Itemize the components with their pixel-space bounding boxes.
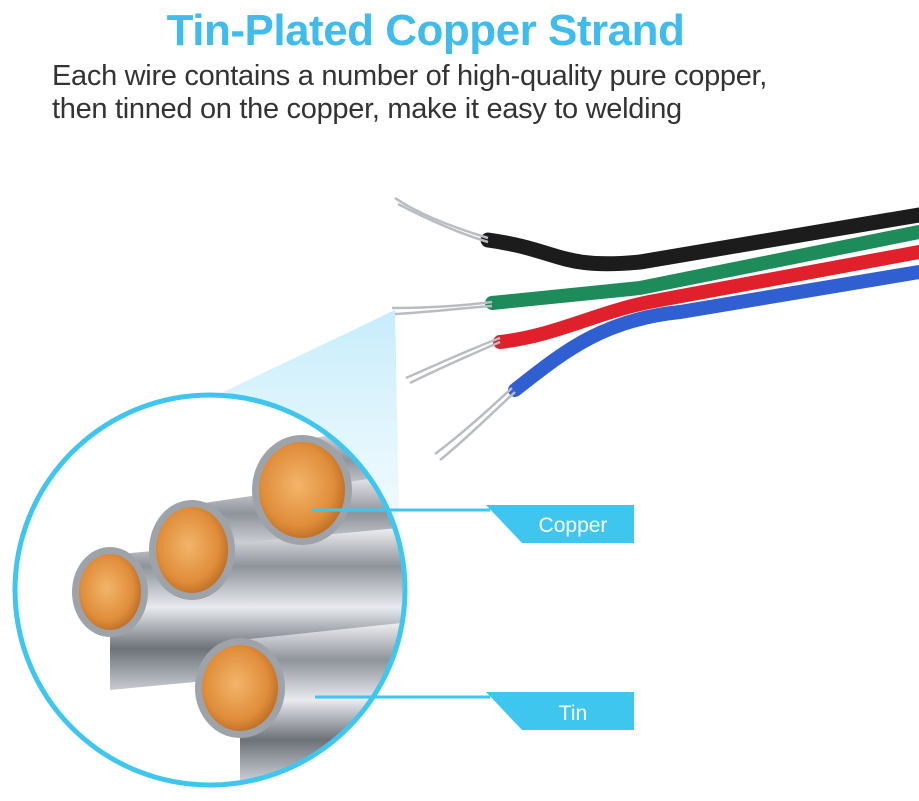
strand-green <box>391 300 493 310</box>
strand-green-b <box>394 304 493 316</box>
strand-black <box>394 196 489 240</box>
strand-blue-b <box>434 387 513 456</box>
copper-core-3 <box>79 554 141 630</box>
copper-core-1 <box>259 442 345 538</box>
wire-black <box>480 207 919 272</box>
wire-bundle <box>480 207 919 397</box>
magnifier-ring <box>12 392 408 788</box>
page-title: Tin-Plated Copper Strand <box>166 6 685 55</box>
copper-core-2 <box>156 507 228 593</box>
strand-black-b <box>397 202 489 244</box>
strand-red <box>409 340 501 385</box>
wire-blue <box>508 265 919 397</box>
subtitle-line-1: Each wire contains a number of high-qual… <box>52 60 768 92</box>
subtitle-line-2: then tinned on the copper, make it easy … <box>52 93 682 125</box>
strand-blue <box>439 391 516 461</box>
tin-label: Tin <box>559 702 587 725</box>
tin-callout: Tin <box>315 692 634 730</box>
wire-green <box>485 225 919 310</box>
wire-red <box>493 245 919 349</box>
stripped-strands <box>391 196 516 461</box>
copper-callout: Copper <box>312 505 634 543</box>
copper-label: Copper <box>539 514 608 537</box>
strand-red-b <box>405 336 501 380</box>
page-subtitle: Each wire contains a number of high-qual… <box>52 60 892 126</box>
copper-core-4 <box>202 645 278 731</box>
